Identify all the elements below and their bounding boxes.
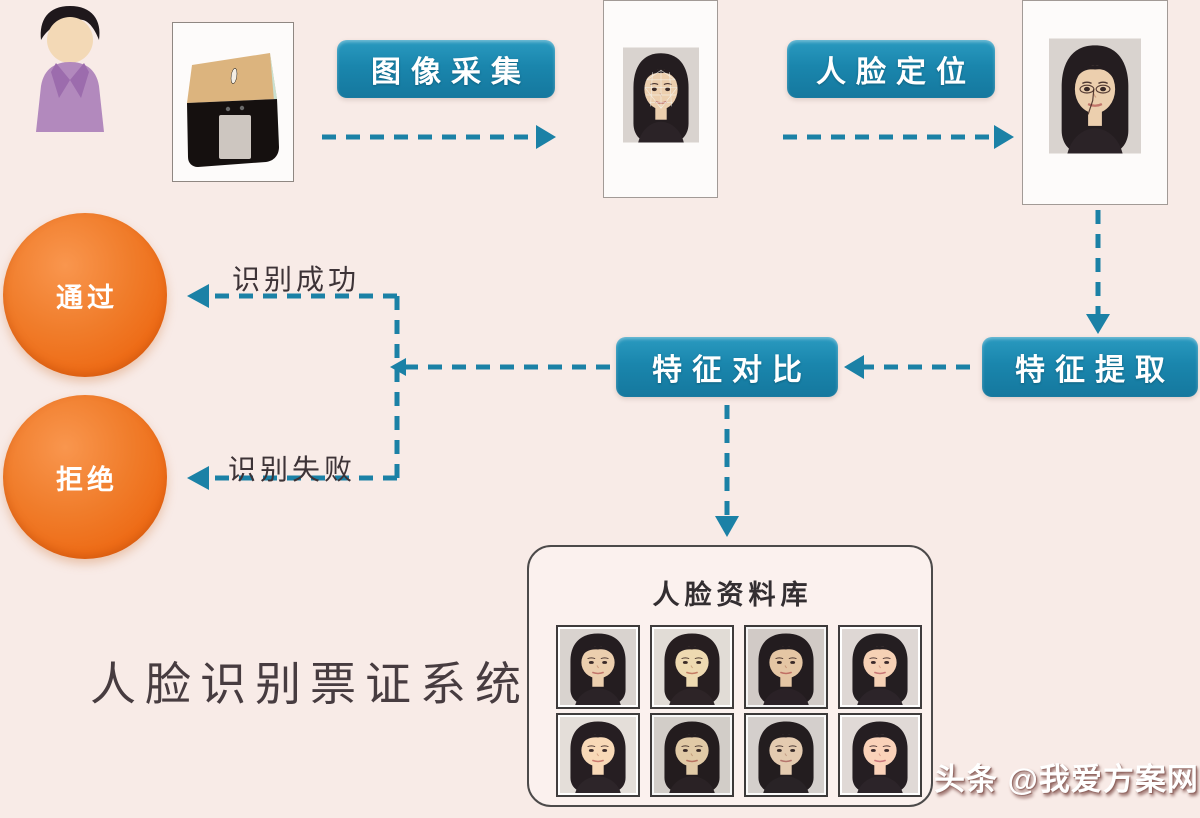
page-title: 人脸识别票证系统 — [90, 659, 530, 710]
arrowhead-junction — [390, 358, 406, 376]
label-recognition-success: 识别成功 — [232, 264, 361, 295]
face-terminal-icon — [187, 53, 279, 167]
result-reject-circle: 拒绝 — [3, 395, 167, 559]
arrowhead-left-1 — [844, 355, 864, 379]
step-image-capture: 图像采集 — [337, 40, 555, 98]
step-feature-comparison: 特征对比 — [616, 337, 838, 397]
arrowhead-down-1 — [1086, 314, 1110, 334]
database-face-photo — [838, 625, 922, 709]
face-landmark-overlay — [1079, 84, 1111, 115]
person-icon — [18, 4, 123, 134]
database-face-photo — [744, 625, 828, 709]
database-face-photo — [838, 713, 922, 797]
label-recognition-failure: 识别失败 — [228, 454, 357, 485]
located-face-photo — [1022, 0, 1168, 205]
database-face-photo — [556, 625, 640, 709]
face-database-box: 人脸资料库 — [527, 545, 933, 807]
arrowhead-right-1 — [536, 125, 556, 149]
arrowhead-to-reject — [187, 466, 209, 490]
face-mesh-overlay — [644, 69, 677, 109]
step-face-location: 人脸定位 — [787, 40, 995, 98]
database-face-photo — [650, 713, 734, 797]
database-face-photo — [556, 713, 640, 797]
arrowhead-to-pass — [187, 284, 209, 308]
arrowhead-right-2 — [994, 125, 1014, 149]
face-terminal-card — [172, 22, 294, 182]
result-pass-circle: 通过 — [3, 213, 167, 377]
captured-face-photo — [603, 0, 718, 198]
database-face-photo — [650, 625, 734, 709]
database-face-photo — [744, 713, 828, 797]
face-database-title: 人脸资料库 — [652, 580, 813, 610]
watermark: 头条 @我爱方案网 — [934, 762, 1199, 797]
arrowhead-down-2 — [715, 516, 739, 537]
step-feature-extraction: 特征提取 — [982, 337, 1198, 397]
